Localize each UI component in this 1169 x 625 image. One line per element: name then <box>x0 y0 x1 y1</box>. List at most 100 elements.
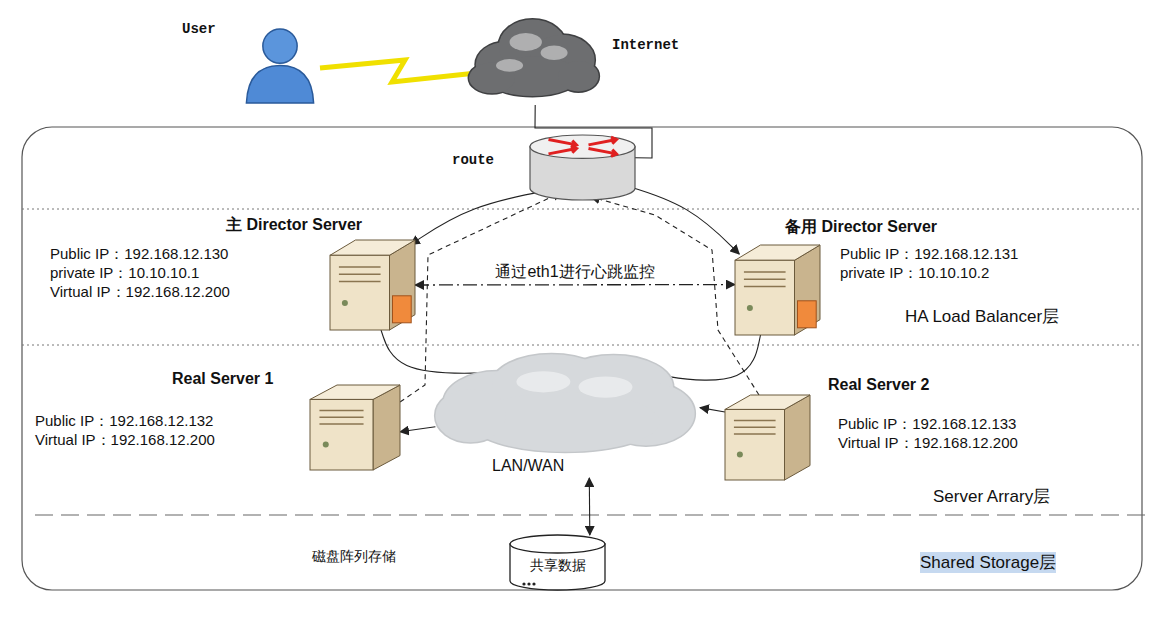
flow-arrow <box>589 478 591 535</box>
cloud-highlight <box>496 59 523 72</box>
server-front <box>725 409 785 480</box>
director-server-shape <box>330 240 415 330</box>
power-led <box>323 442 329 448</box>
drive-slot <box>339 273 381 275</box>
cloud-highlight <box>541 46 568 60</box>
node-detail: private IP：10.10.10.1 <box>50 264 199 282</box>
node-title: Real Server 2 <box>828 375 929 394</box>
real-server: Real Server 1Public IP：192.168.12.132Vir… <box>310 385 400 470</box>
node-title: 备用 Director Server <box>785 217 937 236</box>
server-top <box>310 385 400 399</box>
power-led <box>747 305 753 311</box>
node-detail: Public IP：192.168.12.130 <box>50 245 228 263</box>
lightning-link <box>320 60 472 82</box>
node-title: route <box>452 152 494 169</box>
router: route <box>530 135 635 200</box>
cloud-fill <box>558 61 599 92</box>
shape-group <box>725 395 810 480</box>
system-boundary <box>22 127 1142 590</box>
shape-group <box>330 240 415 330</box>
cloud-fill <box>435 389 505 442</box>
shape-group <box>310 385 400 470</box>
nic-card <box>393 296 412 323</box>
heartbeat-line <box>415 284 735 286</box>
router-arrow <box>589 149 617 157</box>
edge-label: 通过eth1进行心跳监控 <box>492 262 657 281</box>
cloud-highlight <box>510 33 542 51</box>
node-title: LAN/WAN <box>492 456 564 475</box>
cloud-outline <box>558 61 599 92</box>
storage-top <box>510 535 605 553</box>
shape-group <box>435 354 694 452</box>
drive-slot <box>339 281 381 283</box>
drive-slot <box>319 410 363 412</box>
director-server-shape <box>735 245 820 335</box>
user-body <box>246 66 313 103</box>
router-top <box>530 135 635 158</box>
director-server: 备用 Director ServerPublic IP：192.168.12.1… <box>735 245 820 335</box>
storage-dot <box>532 582 535 585</box>
drive-slot <box>319 423 363 425</box>
node-detail: Virtual IP：192.168.12.200 <box>838 434 1018 452</box>
internet-cloud: Internet <box>465 15 600 105</box>
cloud-highlight <box>579 377 633 398</box>
internet-cloud-shape <box>465 15 600 105</box>
server-front <box>310 399 373 470</box>
node-detail: Virtual IP：192.168.12.200 <box>35 431 215 449</box>
drive-slot <box>744 271 786 273</box>
server-top <box>725 395 810 409</box>
cloud-highlight <box>516 371 570 392</box>
router-arrow <box>549 146 577 154</box>
router-shape <box>530 135 635 200</box>
lan-cloud: LAN/WAN <box>430 350 700 478</box>
power-led <box>737 452 743 458</box>
drive-slot <box>744 286 786 288</box>
drive-slot <box>734 427 776 429</box>
node-detail: private IP：10.10.10.2 <box>840 264 989 282</box>
layer-label: Server Arrary层 <box>933 486 1050 507</box>
server-front <box>330 255 390 330</box>
node-title: 主 Director Server <box>226 215 362 234</box>
layer-divider <box>35 514 1150 515</box>
cloud-outline <box>435 389 505 442</box>
real-server-shape <box>310 385 400 470</box>
server-front <box>735 260 795 335</box>
drive-slot <box>339 266 381 268</box>
drive-slot <box>744 278 786 280</box>
storage-dot <box>527 582 530 585</box>
shape-group <box>510 535 605 590</box>
real-server-shape <box>725 395 810 480</box>
layer-divider <box>22 345 1142 346</box>
node-detail: Public IP：192.168.12.131 <box>840 245 1018 263</box>
user-icon: User <box>240 25 320 103</box>
router-arrow <box>589 137 617 145</box>
node-title: User <box>182 21 216 38</box>
layer-label: HA Load Balancer层 <box>905 306 1059 327</box>
shape-group <box>735 245 820 335</box>
flow-arrow <box>700 408 725 412</box>
node-title: Real Server 1 <box>172 369 273 388</box>
shape-group <box>469 20 599 97</box>
nic-card <box>798 301 817 328</box>
shape-group <box>246 29 313 103</box>
node-title: Internet <box>612 37 679 54</box>
server-top <box>330 240 415 255</box>
power-led <box>342 300 348 306</box>
drive-slot <box>734 433 776 435</box>
user-icon-shape <box>240 25 320 103</box>
node-detail: Virtual IP：192.168.12.200 <box>50 283 230 301</box>
flow-arrow <box>411 188 560 244</box>
layer-label: Shared Storage层 <box>920 552 1056 573</box>
flow-arrow <box>619 184 739 254</box>
lan-cloud-shape <box>430 350 700 478</box>
real-server: Real Server 2Public IP：192.168.12.133Vir… <box>725 395 810 480</box>
storage-label: 磁盘阵列存储 <box>312 548 396 566</box>
layer-divider <box>22 209 1142 210</box>
node-title: 共享数据 <box>530 557 586 574</box>
storage-dot <box>522 582 525 585</box>
user-head <box>263 29 297 63</box>
director-server: 主 Director ServerPublic IP：192.168.12.13… <box>330 240 415 330</box>
shape-group <box>530 135 635 200</box>
server-top <box>735 245 820 260</box>
